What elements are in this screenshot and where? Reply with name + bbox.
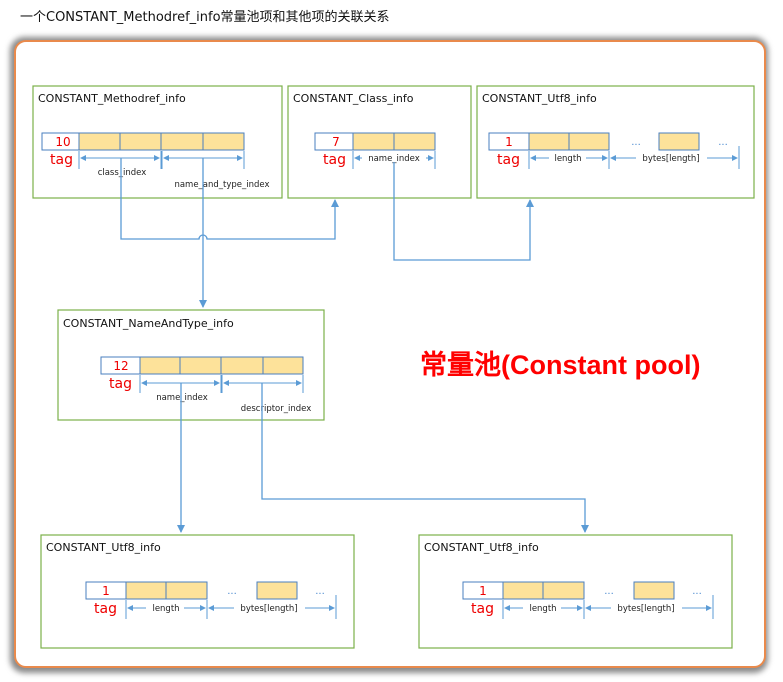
box-title: CONSTANT_Methodref_info bbox=[38, 92, 186, 105]
span-label-length: length bbox=[529, 604, 556, 614]
tag-label: tag bbox=[471, 601, 494, 617]
ellipsis: ... bbox=[315, 586, 325, 597]
tag-label: tag bbox=[497, 152, 520, 168]
box-title: CONSTANT_NameAndType_info bbox=[63, 317, 234, 330]
tag-value: 1 bbox=[102, 584, 110, 598]
span-label-class-index: class_index bbox=[98, 168, 147, 178]
span-label-descriptor-index: descriptor_index bbox=[241, 404, 312, 414]
tag-label: tag bbox=[94, 601, 117, 617]
constant-pool-label: 常量池(Constant pool) bbox=[420, 350, 700, 380]
ellipsis: ... bbox=[604, 586, 614, 597]
tag-label: tag bbox=[323, 152, 346, 168]
span-label-name-index: name_index bbox=[156, 393, 208, 403]
ellipsis: ... bbox=[227, 586, 237, 597]
span-label-name-index: name_index bbox=[368, 154, 420, 164]
tag-value: 12 bbox=[113, 359, 128, 373]
byte-cell bbox=[568, 132, 610, 151]
byte-cell bbox=[352, 132, 395, 151]
box-title: CONSTANT_Utf8_info bbox=[46, 541, 161, 554]
class-info-box: CONSTANT_Class_info 7 tag name_index bbox=[287, 85, 472, 199]
byte-cell bbox=[78, 132, 121, 151]
ellipsis: ... bbox=[631, 137, 641, 148]
page-title: 一个CONSTANT_Methodref_info常量池项和其他项的关联关系 bbox=[20, 10, 390, 25]
tag-value: 10 bbox=[55, 135, 70, 149]
utf8-info-box-top: CONSTANT_Utf8_info 1 ... ... tag length … bbox=[476, 85, 755, 199]
span-label-length: length bbox=[152, 604, 179, 614]
name-and-type-info-box: CONSTANT_NameAndType_info 12 tag name_in… bbox=[57, 309, 325, 421]
ellipsis: ... bbox=[718, 137, 728, 148]
byte-cell bbox=[125, 581, 167, 600]
byte-cell bbox=[202, 132, 245, 151]
box-title: CONSTANT_Utf8_info bbox=[482, 92, 597, 105]
byte-cell bbox=[256, 581, 298, 600]
byte-cell bbox=[542, 581, 585, 600]
span-label-name-and-type-index: name_and_type_index bbox=[174, 180, 269, 190]
byte-cell bbox=[220, 356, 264, 375]
byte-cell bbox=[139, 356, 181, 375]
utf8-info-box-bottom-left: CONSTANT_Utf8_info 1 ... ... tag length … bbox=[40, 534, 355, 649]
ellipsis: ... bbox=[692, 586, 702, 597]
byte-cell bbox=[528, 132, 570, 151]
tag-label: tag bbox=[50, 152, 73, 168]
byte-cell bbox=[393, 132, 436, 151]
tag-value: 1 bbox=[505, 135, 513, 149]
byte-cell bbox=[119, 132, 162, 151]
byte-cell bbox=[262, 356, 304, 375]
connector-class-name-index-to-utf8 bbox=[393, 162, 534, 261]
span-label-bytes: bytes[length] bbox=[617, 604, 674, 614]
span-label-length: length bbox=[554, 154, 581, 164]
byte-cell bbox=[160, 132, 204, 151]
byte-cell bbox=[633, 581, 675, 600]
span-label-bytes: bytes[length] bbox=[642, 154, 699, 164]
box-title: CONSTANT_Utf8_info bbox=[424, 541, 539, 554]
utf8-info-box-bottom-right: CONSTANT_Utf8_info 1 ... ... tag length … bbox=[418, 534, 733, 649]
byte-cell bbox=[165, 581, 208, 600]
byte-cell bbox=[502, 581, 544, 600]
tag-label: tag bbox=[109, 376, 132, 392]
methodref-info-box: CONSTANT_Methodref_info 10 tag class_ind… bbox=[32, 85, 283, 199]
byte-cell bbox=[658, 132, 700, 151]
box-title: CONSTANT_Class_info bbox=[293, 92, 414, 105]
tag-value: 7 bbox=[332, 135, 340, 149]
tag-value: 1 bbox=[479, 584, 487, 598]
connector-descriptor-index-to-utf8 bbox=[261, 383, 589, 533]
byte-cell bbox=[179, 356, 222, 375]
span-label-bytes: bytes[length] bbox=[240, 604, 297, 614]
